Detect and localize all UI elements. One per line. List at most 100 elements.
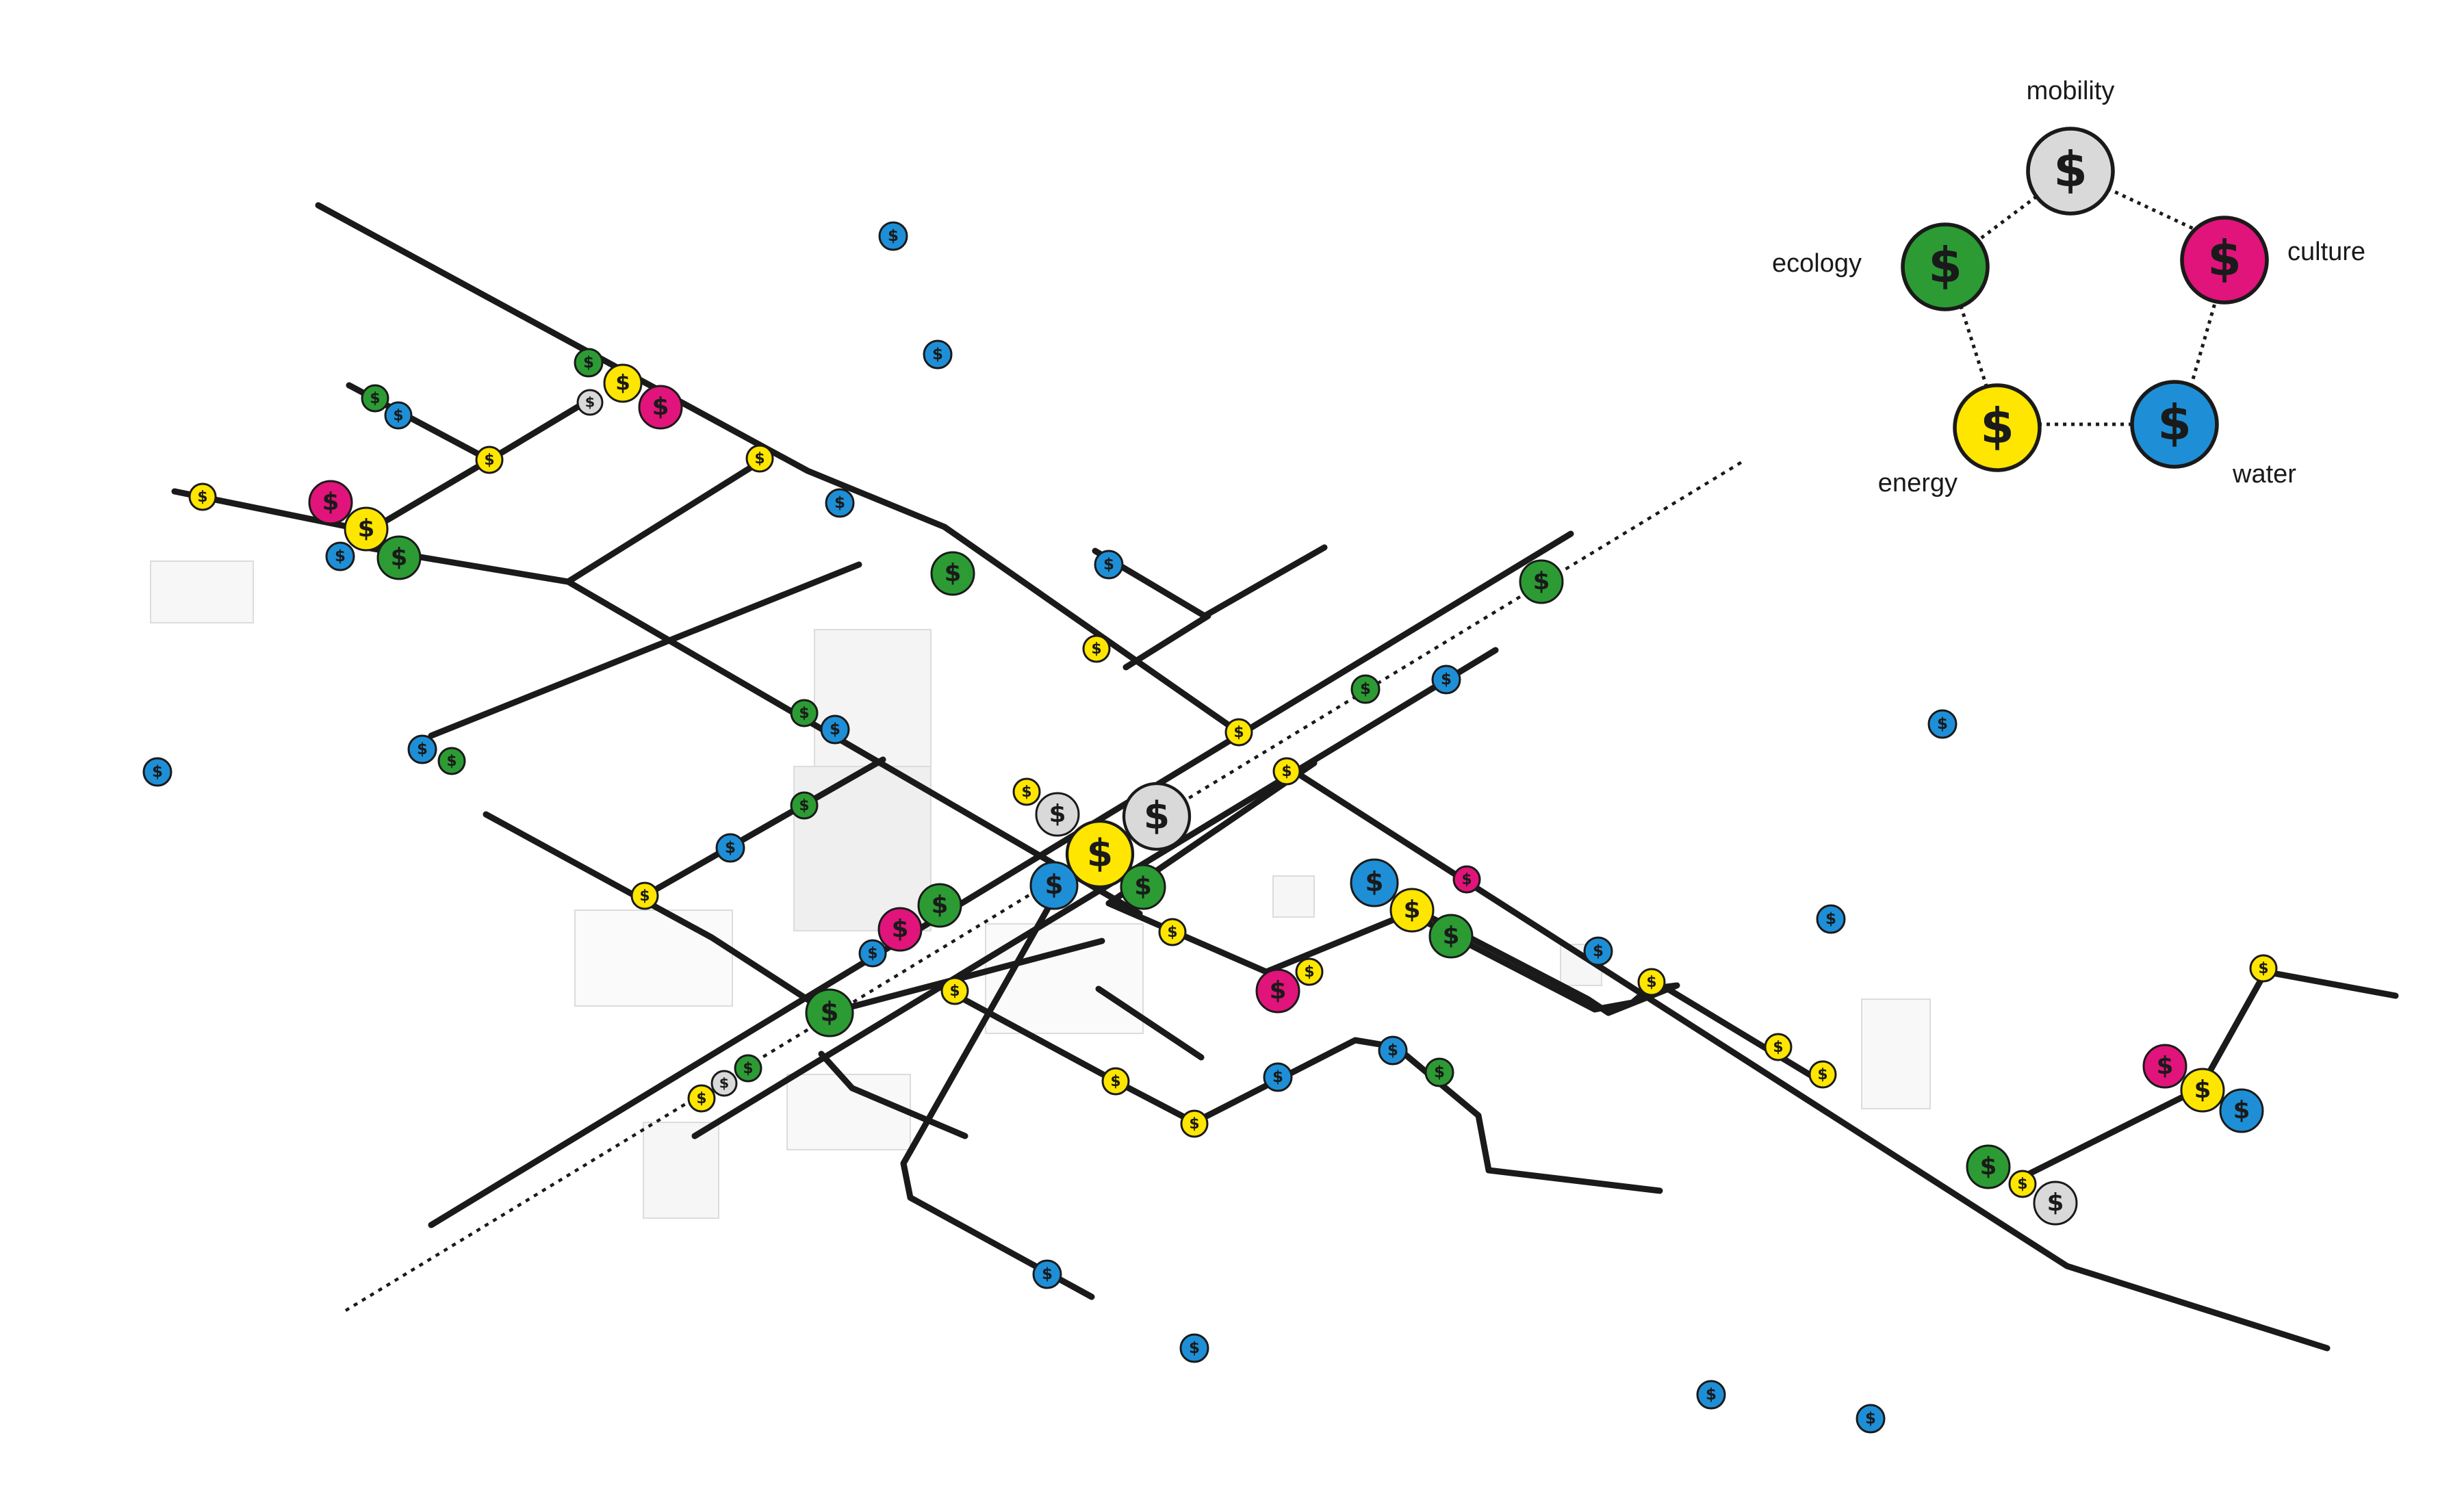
coin-circle	[1120, 864, 1166, 910]
coin-circle	[710, 1070, 738, 1097]
dollar-icon: $	[2017, 1176, 2027, 1193]
coin-circle	[384, 401, 413, 430]
coin-circle	[576, 389, 604, 416]
dollar-icon: $	[2258, 960, 2268, 977]
dollar-icon: $	[1360, 680, 1371, 698]
dollar-icon: $	[197, 489, 207, 506]
ecology-node: $	[805, 988, 854, 1037]
water-node: $	[407, 734, 437, 764]
water-node: $	[1816, 904, 1846, 934]
dollar-icon: $	[583, 354, 594, 372]
coin-circle	[917, 883, 962, 928]
dollar-icon: $	[484, 452, 494, 469]
culture-node: $	[638, 385, 683, 430]
dollar-icon: $	[1593, 942, 1604, 960]
dollar-icon: $	[152, 763, 163, 781]
coin-circle	[2130, 380, 2219, 469]
mobility-node: $	[1122, 782, 1192, 851]
dollar-icon: $	[1049, 800, 1066, 828]
coin-circle	[361, 384, 389, 413]
dollar-icon: $	[799, 705, 809, 722]
road	[1263, 907, 1680, 1016]
dollar-icon: $	[2157, 394, 2192, 451]
energy-node: $	[1065, 819, 1135, 889]
coin-circle	[1519, 559, 1564, 604]
water-node: $	[1696, 1380, 1726, 1410]
coin-circle	[1856, 1404, 1886, 1434]
ghost-block	[150, 560, 254, 623]
coin-circle	[877, 907, 923, 952]
ecology-node: $	[1350, 674, 1381, 704]
energy-node: $	[2008, 1170, 2037, 1198]
water-node: $	[825, 488, 855, 518]
water-node: $	[1263, 1062, 1293, 1092]
coin-circle	[734, 1054, 762, 1083]
water-node: $	[923, 339, 953, 370]
energy-node: $	[1082, 634, 1111, 663]
coin-circle	[1295, 957, 1324, 986]
dollar-icon: $	[1387, 1042, 1398, 1059]
road	[428, 530, 1574, 1228]
dollar-icon: $	[1021, 784, 1031, 801]
coin-circle	[407, 734, 437, 764]
ghost-block	[574, 910, 733, 1007]
coin-circle	[1816, 904, 1846, 934]
dollar-icon: $	[2157, 1052, 2174, 1080]
coin-circle	[1696, 1380, 1726, 1410]
road	[363, 544, 1143, 917]
road	[428, 561, 862, 739]
coin-circle	[2219, 1088, 2264, 1133]
dollar-icon: $	[1980, 1152, 1997, 1181]
ecology-node: $	[574, 348, 604, 378]
ghost-block	[793, 766, 932, 931]
water-node: $	[820, 714, 850, 745]
coin-circle	[603, 363, 643, 403]
ecology-node: $	[734, 1054, 762, 1083]
coin-circle	[2142, 1044, 2187, 1089]
road	[1283, 763, 2331, 1352]
water-node: $	[1350, 858, 1399, 907]
mobility-node: $	[576, 389, 604, 416]
legend-ecology-icon: $	[1901, 222, 1990, 311]
road	[1653, 979, 1824, 1085]
road	[483, 811, 1105, 1016]
dollar-icon: $	[585, 394, 595, 410]
ecology-node: $	[361, 384, 389, 413]
dollar-icon: $	[1706, 1386, 1717, 1404]
energy-node: $	[1808, 1060, 1837, 1089]
coin-circle	[687, 1084, 716, 1113]
dollar-icon: $	[1110, 1073, 1120, 1090]
culture-node: $	[877, 907, 923, 952]
energy-node: $	[1764, 1033, 1793, 1061]
dollar-icon: $	[932, 891, 949, 919]
energy-node: $	[344, 506, 389, 552]
dollar-icon: $	[1773, 1039, 1783, 1056]
coin-circle	[2008, 1170, 2037, 1198]
dollar-icon: $	[1980, 398, 2014, 454]
coin-circle	[2033, 1181, 2078, 1226]
coin-circle	[308, 480, 353, 525]
ghost-block	[1272, 875, 1315, 918]
road	[1122, 612, 1211, 671]
dollar-icon: $	[945, 559, 962, 587]
coin-circle	[344, 506, 389, 552]
coin-circle	[1431, 665, 1461, 695]
coin-circle	[790, 791, 819, 820]
water-node: $	[1094, 550, 1124, 580]
mobility-node: $	[710, 1070, 738, 1097]
dollar-icon: $	[370, 390, 380, 407]
ghost-block	[1861, 998, 1931, 1109]
dollar-icon: $	[754, 450, 765, 467]
road	[1092, 544, 1328, 619]
coin-circle	[1764, 1033, 1793, 1061]
dollar-icon: $	[1928, 237, 1962, 294]
coin-circle	[1101, 1067, 1130, 1096]
dollar-icon: $	[820, 997, 838, 1028]
coin-circle	[790, 699, 819, 727]
coin-circle	[1032, 1259, 1062, 1289]
dollar-icon: $	[417, 740, 428, 758]
energy-node: $	[1101, 1067, 1130, 1096]
dollar-icon: $	[1167, 924, 1177, 941]
dollar-icon: $	[1042, 1265, 1053, 1283]
dollar-icon: $	[2207, 230, 2242, 287]
